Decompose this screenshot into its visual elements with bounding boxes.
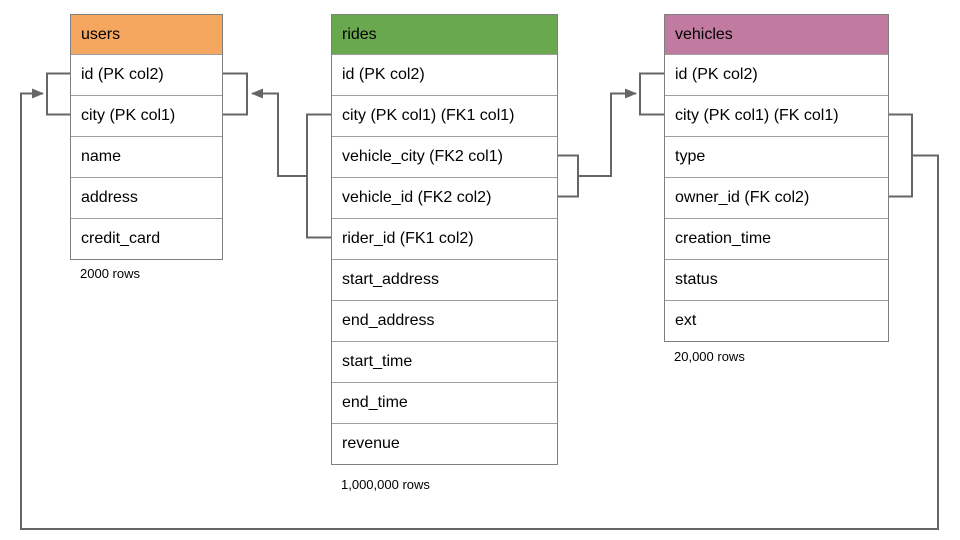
table-row: creation_time [665,218,888,259]
table-row: type [665,136,888,177]
table-row: ext [665,300,888,341]
table-row: owner_id (FK col2) [665,177,888,218]
vehicles-row-count: 20,000 rows [674,349,745,364]
rides-right-bracket [556,154,579,198]
table-row: status [665,259,888,300]
table-row: end_address [332,300,557,341]
fk2-connector-arrow [578,88,637,177]
table-row: id (PK col2) [71,54,222,95]
table-row: start_address [332,259,557,300]
table-row: city (PK col1) [71,95,222,136]
table-row: id (PK col2) [665,54,888,95]
fk1-connector-arrow [251,88,307,177]
users-row-count: 2000 rows [80,266,140,281]
table-row: vehicle_city (FK2 col1) [332,136,557,177]
table-row: rider_id (FK1 col2) [332,218,557,259]
table-row: end_time [332,382,557,423]
table-row: city (PK col1) (FK col1) [665,95,888,136]
table-row: credit_card [71,218,222,259]
table-rides-header: rides [332,15,557,54]
table-row: address [71,177,222,218]
vehicles-right-bracket [887,113,913,198]
table-vehicles-header: vehicles [665,15,888,54]
table-row: name [71,136,222,177]
table-row: vehicle_id (FK2 col2) [332,177,557,218]
table-row: city (PK col1) (FK1 col1) [332,95,557,136]
table-row: revenue [332,423,557,464]
table-row: id (PK col2) [332,54,557,95]
vehicles-left-bracket [639,72,664,116]
users-right-bracket [221,72,248,116]
table-users-header: users [71,15,222,54]
fk-vehicles-users-connector-arrow [20,88,939,530]
table-users: users id (PK col2) city (PK col1) name a… [70,14,223,260]
table-rides: rides id (PK col2) city (PK col1) (FK1 c… [331,14,558,465]
table-vehicles: vehicles id (PK col2) city (PK col1) (FK… [664,14,889,342]
rides-left-bracket [306,113,331,239]
table-row: start_time [332,341,557,382]
rides-row-count: 1,000,000 rows [341,477,430,492]
users-left-bracket [46,72,70,116]
